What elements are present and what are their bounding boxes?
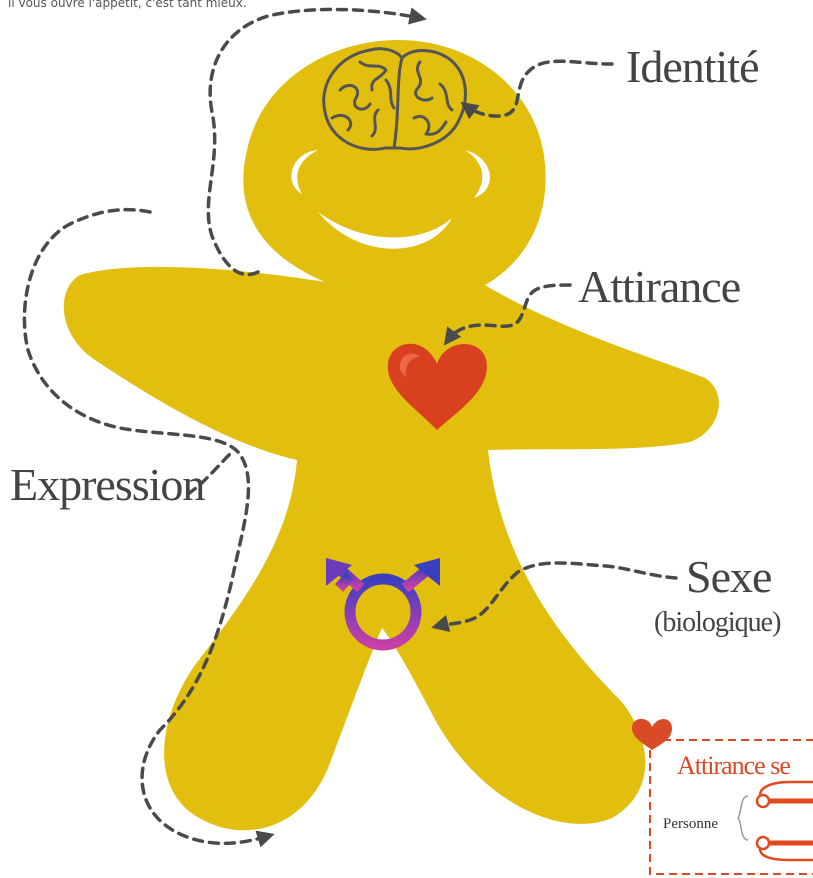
legend-box-person: Personne	[663, 816, 718, 833]
label-expression: Expression	[10, 458, 204, 511]
legend-connector-top-node	[757, 795, 769, 807]
brain-icon	[324, 49, 466, 150]
label-attirance: Attirance	[578, 260, 740, 313]
legend-connector-bottom-node	[757, 837, 769, 849]
label-identite: Identité	[626, 40, 759, 93]
attirance-legend-box	[632, 719, 813, 874]
intro-text-fragment: il vous ouvre l'appétit, c'est tant mieu…	[8, 0, 247, 10]
label-sexe: Sexe	[686, 550, 771, 603]
figure-body	[64, 40, 719, 830]
label-biologique: (biologique)	[654, 607, 780, 639]
gingerbread-figure	[64, 40, 719, 830]
legend-box-title: Attirance se	[677, 751, 790, 781]
